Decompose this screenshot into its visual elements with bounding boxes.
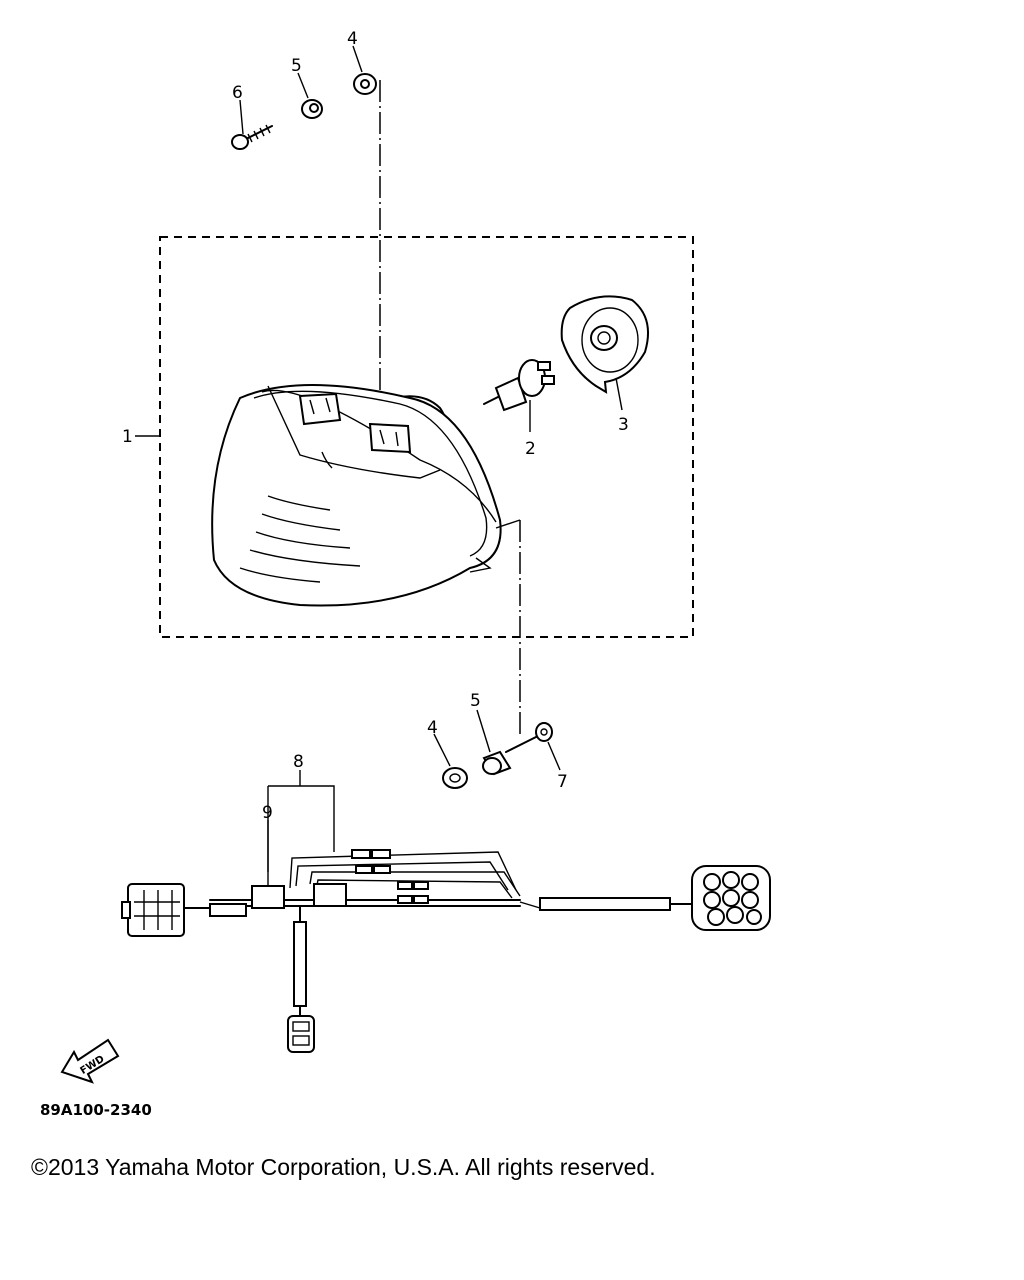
callout-tick-5-top	[297, 72, 309, 99]
collar-part-5-top[interactable]	[301, 99, 323, 119]
wire-harness-part-8[interactable]	[209, 849, 671, 1017]
callout-6: 6	[232, 83, 243, 103]
callout-tick-7	[547, 741, 561, 771]
headlight-unit-part-1[interactable]	[211, 384, 502, 607]
socket-cover-part-3[interactable]	[560, 295, 649, 411]
grommet-part-4-top[interactable]	[353, 73, 377, 95]
grommet-part-4-bottom[interactable]	[442, 767, 468, 789]
callout-2: 2	[525, 439, 536, 459]
callout-4-bottom: 4	[427, 718, 438, 738]
callout-8: 8	[293, 752, 304, 772]
callout-3: 3	[618, 415, 629, 435]
harness-connector-left[interactable]	[121, 883, 211, 937]
leader-hook	[495, 519, 521, 529]
callout-1: 1	[122, 427, 133, 447]
callout-tick-4-bottom	[433, 733, 451, 767]
callout-4-top: 4	[347, 29, 358, 49]
callout-bracket-8	[267, 785, 335, 872]
callout-tick-4-top	[352, 45, 363, 73]
harness-connector-bottom[interactable]	[287, 1015, 315, 1053]
callout-tick-6	[239, 99, 244, 135]
diagram-code: 89A100-2340	[40, 1101, 152, 1119]
harness-connector-right[interactable]	[669, 865, 771, 931]
bulb-part-2[interactable]	[483, 359, 555, 432]
fwd-arrow-icon: FWD	[60, 1038, 120, 1084]
callout-5-bottom: 5	[470, 691, 481, 711]
callout-5-top: 5	[291, 56, 302, 76]
callout-7: 7	[557, 772, 568, 792]
callout-9: 9	[262, 803, 273, 823]
screw-shaft	[505, 735, 539, 753]
nut-part-7[interactable]	[535, 722, 553, 742]
assembly-group-box	[159, 236, 694, 638]
collar-part-5-bottom[interactable]	[482, 750, 512, 776]
bolt-part-6[interactable]	[231, 124, 273, 150]
copyright-notice: ©2013 Yamaha Motor Corporation, U.S.A. A…	[31, 1154, 656, 1180]
callout-tick-5-bottom	[476, 709, 491, 753]
